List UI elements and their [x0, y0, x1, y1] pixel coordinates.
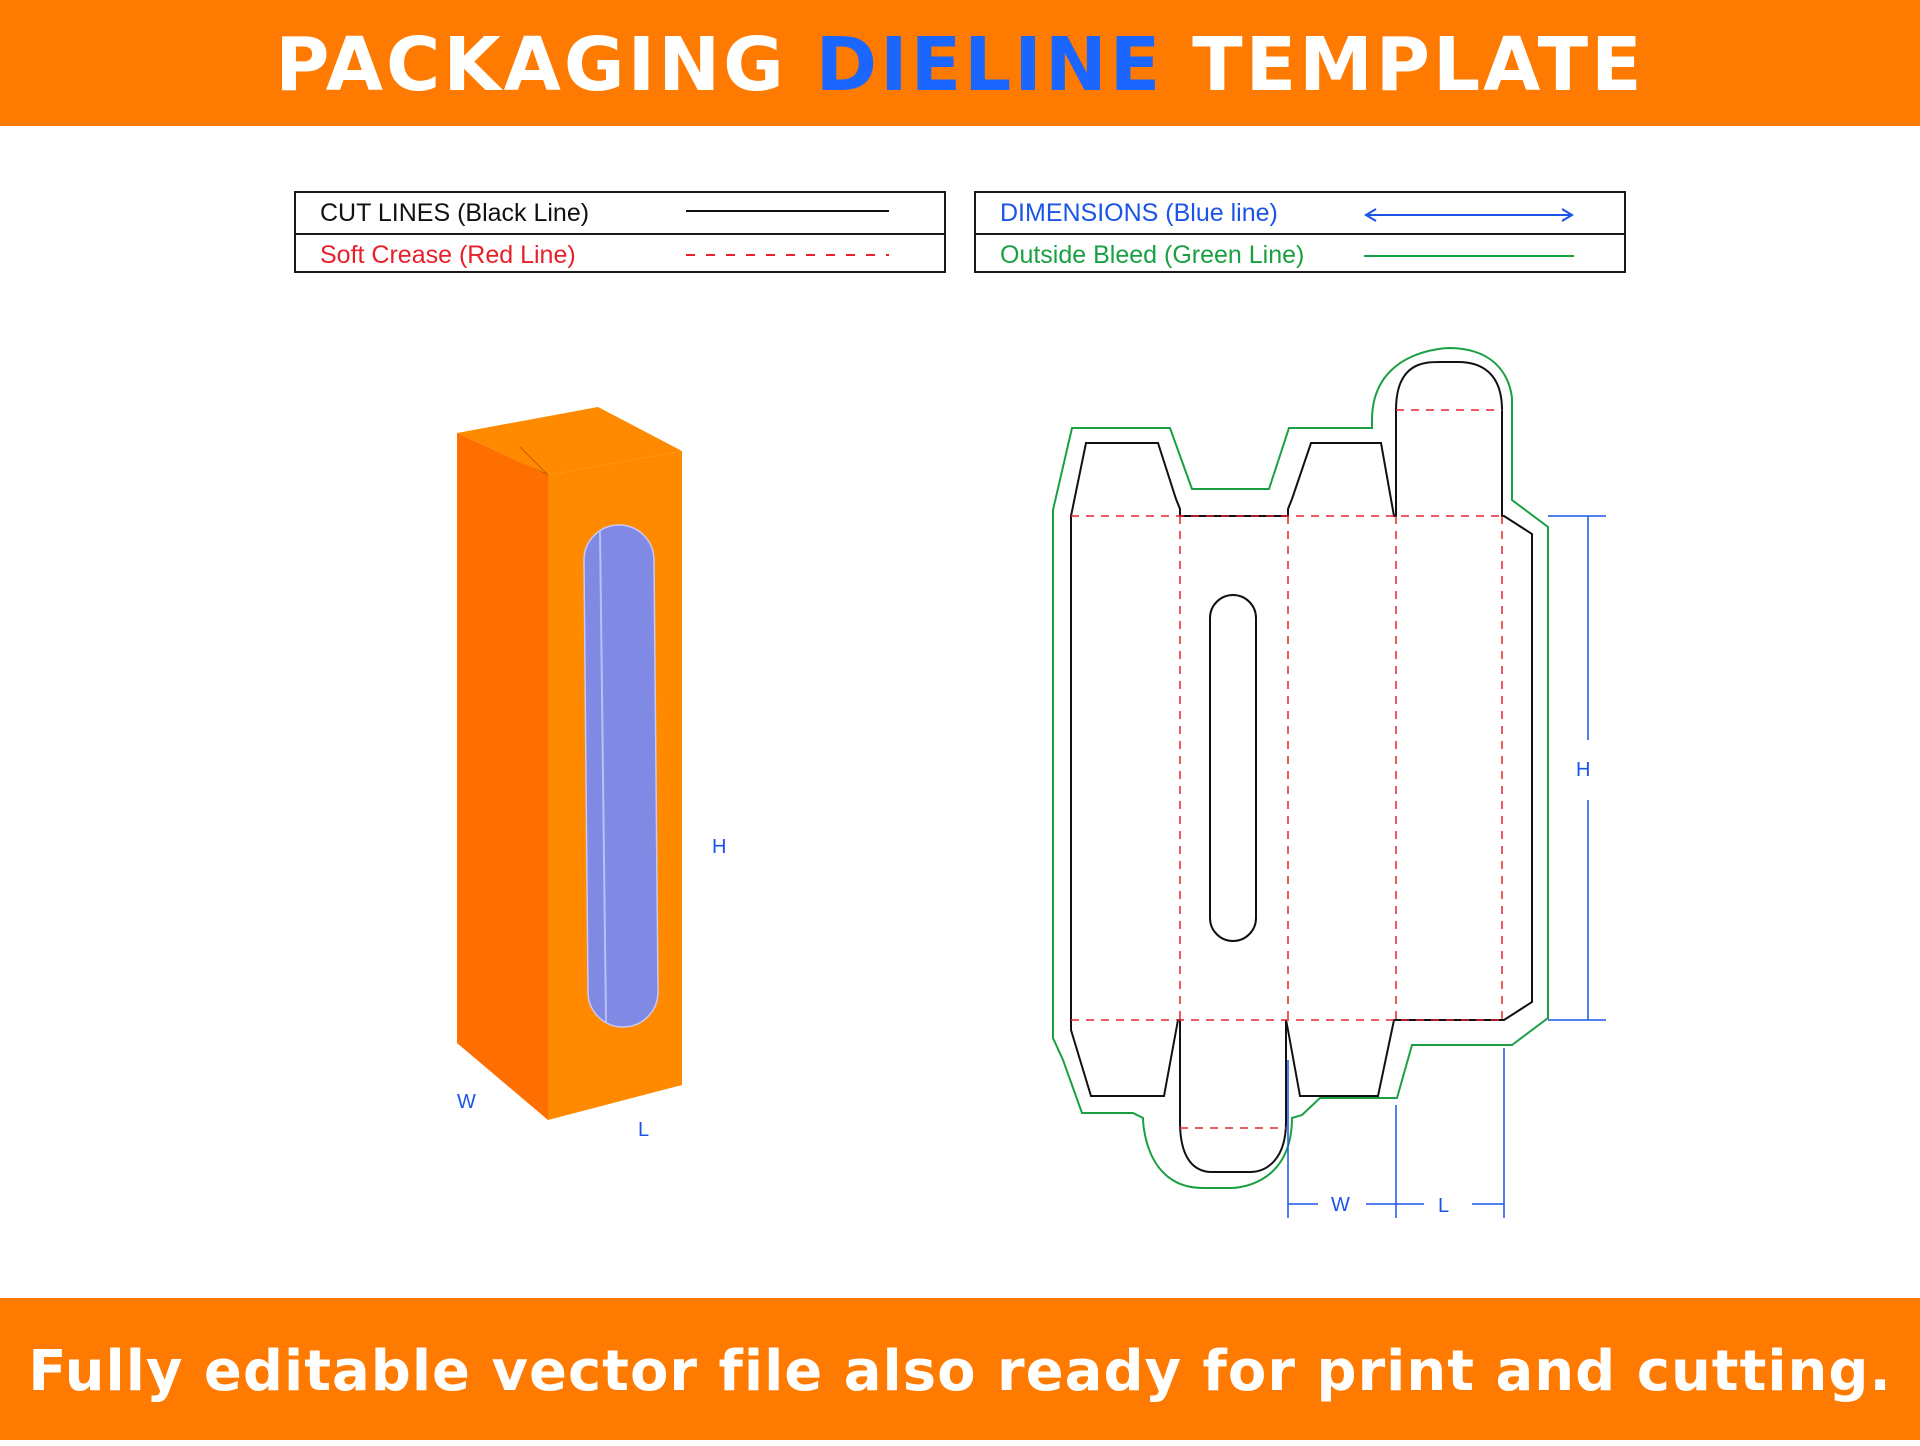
- legend-outside-bleed-label: Outside Bleed (Green Line): [1000, 241, 1305, 269]
- legend-row-dimensions: DIMENSIONS (Blue line): [976, 193, 1624, 233]
- header-banner: PACKAGING DIELINE TEMPLATE: [0, 0, 1920, 126]
- crease-line-sample: [686, 254, 889, 256]
- legend-row-soft-crease: Soft Crease (Red Line): [296, 233, 944, 275]
- box-window: [583, 524, 659, 1028]
- dieline-width-label: W: [1331, 1194, 1350, 1216]
- dimension-lines: [1287, 515, 1606, 1218]
- legend-box-right: DIMENSIONS (Blue line) Outside Bleed (Gr…: [974, 191, 1626, 273]
- box-length-label: L: [638, 1119, 649, 1141]
- box-3d: H W L: [457, 407, 726, 1141]
- legend-soft-crease-label: Soft Crease (Red Line): [320, 241, 576, 269]
- footer-banner: Fully editable vector file also ready fo…: [0, 1298, 1920, 1440]
- dieline-length-label: L: [1438, 1195, 1449, 1217]
- legend-cut-lines-label: CUT LINES (Black Line): [320, 199, 590, 227]
- title-accent: DIELINE: [815, 22, 1164, 108]
- title-part2: TEMPLATE: [1192, 22, 1645, 108]
- legend-row-cut-lines: CUT LINES (Black Line): [296, 193, 944, 233]
- title-part1: PACKAGING: [275, 22, 787, 108]
- box-width-label: W: [457, 1091, 476, 1113]
- box-side-face: [457, 433, 548, 1120]
- dieline: H W L: [1052, 347, 1606, 1218]
- footer-text: Fully editable vector file also ready fo…: [28, 1339, 1892, 1404]
- cut-outline: [1070, 361, 1533, 1173]
- cut-line-sample: [686, 210, 889, 212]
- legend-dimensions-label: DIMENSIONS (Blue line): [1000, 199, 1278, 227]
- dimension-line-sample: [1364, 208, 1574, 222]
- box-height-label: H: [712, 836, 726, 858]
- box-top-face: [457, 407, 682, 475]
- crease-lines: [1071, 409, 1503, 1129]
- page-title: PACKAGING DIELINE TEMPLATE: [0, 0, 1920, 130]
- legend-row-outside-bleed: Outside Bleed (Green Line): [976, 233, 1624, 275]
- dieline-height-label: H: [1576, 759, 1590, 781]
- legend-box-left: CUT LINES (Black Line) Soft Crease (Red …: [294, 191, 946, 273]
- bleed-line-sample: [1364, 255, 1574, 257]
- box-top-crease: [519, 446, 549, 476]
- bleed-outline: [1052, 347, 1549, 1189]
- window-highlight: [599, 529, 607, 1023]
- dieline-window: [1209, 594, 1257, 942]
